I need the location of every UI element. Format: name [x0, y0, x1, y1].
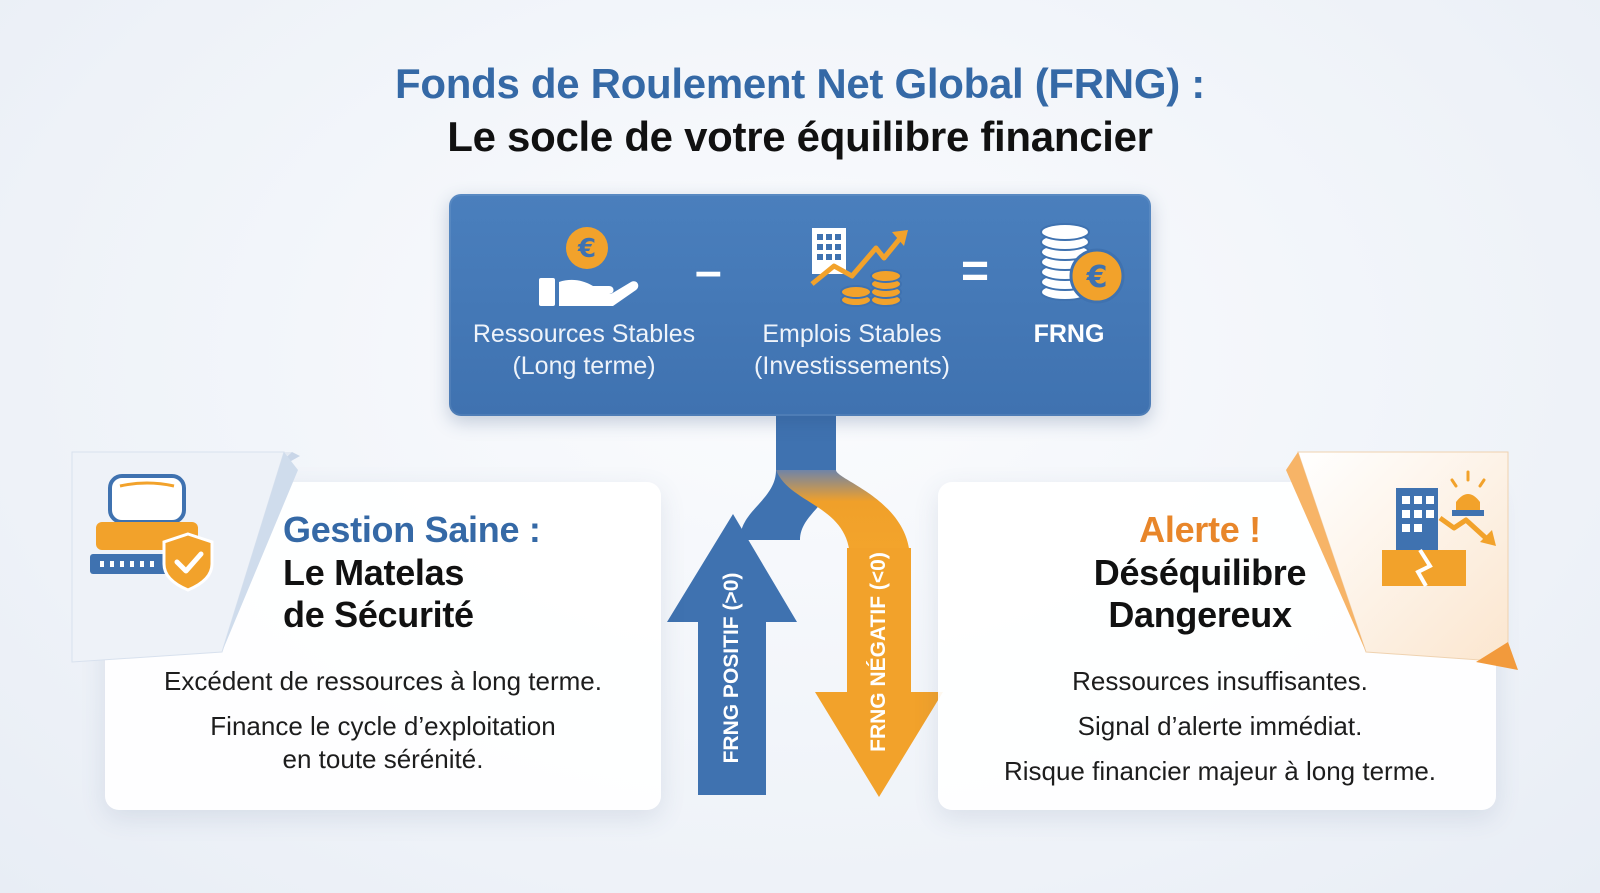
title-line-1: Fonds de Roulement Net Global (FRNG) : [395, 60, 1205, 107]
arrow-positive-label: FRNG POSITIF (>0) [720, 572, 743, 764]
building-alarm-crack-icon [1382, 470, 1496, 587]
hand-euro-icon: € [539, 227, 639, 306]
mattress-shield-icon [90, 474, 214, 592]
right-card-text-2: Signal d’alerte immédiat. [1077, 711, 1363, 741]
term-uses-line2: (Investissements) [754, 352, 950, 380]
right-card-heading-2: Déséquilibre [1093, 552, 1307, 593]
arrow-positive [667, 514, 797, 795]
coin-stack-euro-icon: € [1040, 223, 1125, 304]
equals-operator: = [961, 245, 990, 298]
left-card-heading-3: de Sécurité [283, 594, 474, 635]
svg-text:€: € [577, 234, 596, 264]
arrow-negative-label: FRNG NÉGATIF (<0) [867, 552, 890, 752]
svg-text:€: € [1086, 260, 1108, 295]
term-resources-line2: (Long terme) [512, 352, 656, 380]
arrow-negative [815, 548, 943, 797]
connector-stem [776, 414, 836, 476]
minus-operator: – [695, 245, 722, 298]
right-card-text-1: Ressources insuffisantes. [1072, 666, 1368, 696]
term-uses-line1: Emplois Stables [762, 320, 942, 348]
right-card-heading-1: Alerte ! [1139, 509, 1261, 550]
left-card-text-2b: en toute sérénité. [282, 744, 484, 774]
term-frng: FRNG [1033, 320, 1105, 348]
left-card-heading-1: Gestion Saine : [283, 509, 541, 550]
formula-box: € – = € Ressources Stables (Long terme) [449, 194, 1151, 416]
left-card-text-2a: Finance le cycle d’exploitation [210, 711, 556, 741]
connector-branch-right [776, 470, 910, 560]
term-resources-line1: Ressources Stables [472, 320, 696, 348]
right-card-text-3: Risque financier majeur à long terme. [1003, 756, 1437, 786]
left-card-heading-2: Le Matelas [283, 552, 465, 593]
left-card-text-1: Excédent de ressources à long terme. [164, 666, 602, 696]
title-line-2: Le socle de votre équilibre financier [447, 113, 1153, 160]
right-card-heading-3: Dangereux [1108, 594, 1292, 635]
building-coins-growth-icon [810, 228, 908, 307]
